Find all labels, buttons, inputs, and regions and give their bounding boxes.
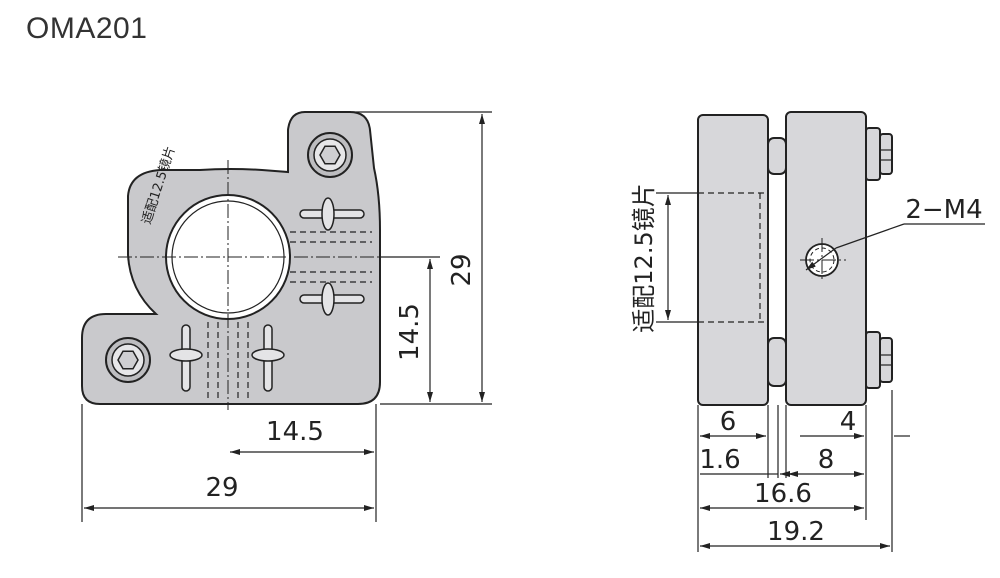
dim-part-c: 8 — [788, 445, 864, 477]
lens-size-label: 适配12.5镜片 — [630, 183, 658, 332]
dim-height-total-label: 29 — [447, 253, 477, 286]
thread-label: 2−M4 — [905, 195, 982, 225]
side-screw-upper — [865, 127, 893, 181]
dim-gap-label: 1.6 — [699, 445, 740, 475]
bushing-lower — [767, 337, 787, 387]
dim-part-b: 4 — [800, 407, 910, 439]
bushing-upper — [767, 137, 787, 175]
dim-width-center: 14.5 — [230, 404, 377, 522]
adjuster-screw-bottom-left — [169, 324, 203, 392]
model-title: OMA201 — [26, 12, 148, 45]
side-view: 2−M4 适配12.5镜片 6 4 — [630, 111, 985, 552]
socket-screw-bottom — [105, 337, 151, 383]
socket-screw-top — [307, 132, 353, 178]
dim-total-inner-label: 16.6 — [754, 479, 812, 509]
dim-width-total-label: 29 — [205, 473, 238, 503]
dim-total-inner: 16.6 — [700, 479, 864, 511]
dim-part-a: 6 — [700, 407, 766, 439]
dim-height-center-label: 14.5 — [395, 303, 425, 361]
dim-total-label: 19.2 — [767, 517, 825, 547]
dim-part-a-label: 6 — [720, 407, 737, 437]
front-view: 适配12.5镜片 29 14.5 14.5 29 — [81, 111, 492, 522]
side-plate-left — [697, 114, 769, 406]
dim-part-c-label: 8 — [818, 445, 835, 475]
dim-gap: 1.6 — [699, 445, 798, 477]
adjuster-screw-right-upper — [299, 197, 365, 231]
dim-width-total: 29 — [81, 404, 374, 522]
dim-height-total: 29 — [352, 111, 492, 405]
dim-total: 19.2 — [700, 517, 890, 549]
thread-leader: 2−M4 — [805, 195, 985, 271]
adjuster-screw-bottom-right — [251, 324, 285, 392]
side-screw-lower — [865, 331, 893, 389]
dim-width-center-label: 14.5 — [266, 417, 324, 447]
dim-height-center: 14.5 — [380, 256, 440, 402]
dim-lens-size: 适配12.5镜片 — [630, 183, 698, 333]
adjuster-screw-right-lower — [299, 282, 365, 316]
dim-part-b-label: 4 — [840, 407, 857, 437]
